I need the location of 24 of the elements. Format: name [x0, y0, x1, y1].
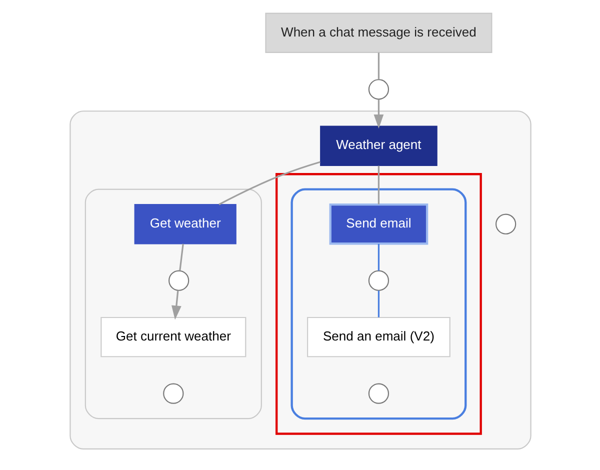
node-circle: [368, 270, 389, 290]
node-box: Get weather: [134, 204, 236, 244]
arrow: [171, 290, 181, 320]
arrow: [373, 98, 384, 128]
connector: [218, 160, 320, 205]
node-circle: [368, 78, 389, 100]
node-box: Send an email (V2): [306, 316, 450, 357]
node-circle: [168, 270, 189, 290]
connector: [178, 243, 184, 270]
cluster: [275, 172, 482, 434]
node-circle: [162, 382, 184, 404]
node-box: When a chat message is received: [264, 12, 492, 52]
cluster: [84, 188, 262, 419]
cluster: [290, 188, 466, 420]
node-circle: [368, 382, 389, 404]
connector: [377, 290, 380, 317]
connector: [377, 243, 380, 270]
node-box: Get current weather: [100, 316, 246, 357]
node-circle: [495, 213, 516, 234]
node-box: Send email: [328, 202, 428, 244]
connector: [377, 165, 380, 204]
connector: [377, 52, 380, 79]
node-box: Weather agent: [320, 125, 437, 166]
cluster: [69, 110, 531, 449]
